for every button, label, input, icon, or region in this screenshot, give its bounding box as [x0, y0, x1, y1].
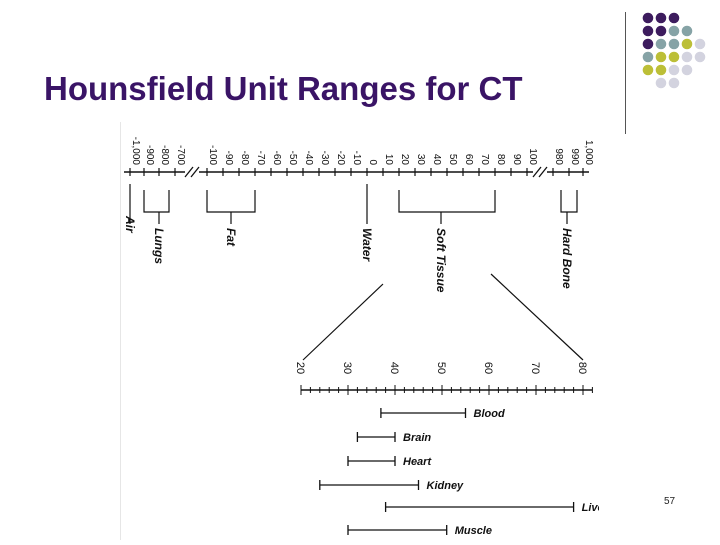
top-scale-tick-label: 1,000 — [583, 140, 594, 165]
top-scale-tick-label: -80 — [239, 151, 250, 166]
decor-dot — [655, 38, 667, 50]
top-scale-tick-label: 50 — [447, 154, 458, 166]
top-scale-tick-label: -90 — [223, 151, 234, 166]
top-scale-tick-label: -800 — [159, 145, 170, 165]
decorative-dot-grid — [0, 0, 720, 130]
tissue-group-label: Water — [360, 228, 374, 262]
tissue-group-label: Soft Tissue — [434, 228, 448, 293]
axis-break-mark — [184, 166, 194, 178]
decor-dot — [668, 12, 680, 24]
decor-dot — [642, 12, 654, 24]
decor-dot — [655, 25, 667, 37]
decor-dot — [668, 38, 680, 50]
top-scale-tick-label: 70 — [479, 154, 490, 166]
axis-break-mark — [538, 166, 548, 178]
decor-dot — [681, 25, 693, 37]
top-scale-tick-label: -20 — [335, 151, 346, 166]
hounsfield-diagram: -1,000-900-800-700-100-90-80-70-60-50-40… — [120, 122, 609, 540]
top-scale-tick-label: 80 — [495, 154, 506, 166]
top-scale-tick-label: -30 — [319, 151, 330, 166]
top-scale-tick-label: -70 — [255, 151, 266, 166]
top-scale-tick-label: -50 — [287, 151, 298, 166]
zoom-line — [490, 273, 584, 361]
decor-dot — [642, 38, 654, 50]
top-scale-tick-label: -100 — [207, 145, 218, 165]
organ-range-label: Kidney — [427, 480, 465, 492]
top-scale-tick-label: -60 — [271, 151, 282, 166]
organ-range-label: Liver — [582, 502, 599, 514]
top-scale-tick-label: 980 — [553, 148, 564, 165]
top-scale-tick-label: 0 — [367, 159, 378, 165]
decor-dot — [655, 51, 667, 63]
tissue-group-label: Air — [123, 215, 137, 234]
zoom-scale-tick-label: 70 — [529, 362, 541, 374]
top-scale-tick-label: 60 — [463, 154, 474, 166]
decor-dot — [681, 51, 693, 63]
tissue-group-label: Lungs — [152, 228, 166, 264]
decor-dot — [642, 51, 654, 63]
zoom-line — [302, 283, 384, 361]
top-scale-tick-label: 20 — [399, 154, 410, 166]
zoom-scale-tick-label: 60 — [482, 362, 494, 374]
decor-dot — [668, 77, 680, 89]
group-bracket — [143, 190, 170, 213]
decor-dot — [681, 64, 693, 76]
slide-title: Hounsfield Unit Ranges for CT — [44, 70, 523, 107]
top-scale-tick-label: 100 — [527, 148, 538, 165]
decor-dot — [681, 38, 693, 50]
top-scale-tick-label: -10 — [351, 151, 362, 166]
zoom-scale-tick-label: 80 — [576, 362, 588, 374]
axis-break-mark — [532, 166, 542, 178]
top-scale-tick-label: -1,000 — [130, 137, 141, 166]
decor-dot — [642, 25, 654, 37]
group-bracket — [206, 190, 256, 213]
page-number: 57 — [664, 496, 676, 507]
top-scale-tick-label: -700 — [175, 145, 186, 165]
decor-dot — [694, 51, 706, 63]
zoom-scale-tick-label: 40 — [388, 362, 400, 374]
top-scale-tick-label: 30 — [415, 154, 426, 166]
decor-dot — [694, 38, 706, 50]
axis-break-mark — [190, 166, 200, 178]
decor-dot — [668, 51, 680, 63]
top-scale-tick-label: 40 — [431, 154, 442, 166]
decor-dot — [655, 77, 667, 89]
top-scale-tick-label: 10 — [383, 154, 394, 166]
zoom-scale-tick-label: 50 — [435, 362, 447, 374]
organ-range-label: Heart — [403, 456, 432, 468]
top-scale-tick-label: -40 — [303, 151, 314, 166]
decor-dot — [668, 25, 680, 37]
decor-dot — [642, 64, 654, 76]
top-scale-tick-label: 90 — [511, 154, 522, 166]
zoom-scale-tick-label: 30 — [341, 362, 353, 374]
top-scale-tick-label: 990 — [569, 148, 580, 165]
decor-dot — [668, 64, 680, 76]
organ-range-label: Brain — [403, 432, 431, 444]
title-divider-line — [625, 12, 626, 134]
organ-range-label: Muscle — [455, 525, 492, 537]
decor-dot — [655, 64, 667, 76]
zoom-scale-tick-label: 20 — [294, 362, 306, 374]
top-scale-tick-label: -900 — [144, 145, 155, 165]
decor-dot — [655, 12, 667, 24]
tissue-group-label: Hard Bone — [560, 228, 574, 289]
group-bracket — [398, 190, 496, 213]
group-bracket — [560, 190, 578, 213]
tissue-group-label: Fat — [224, 228, 238, 247]
organ-range-label: Blood — [474, 408, 505, 420]
